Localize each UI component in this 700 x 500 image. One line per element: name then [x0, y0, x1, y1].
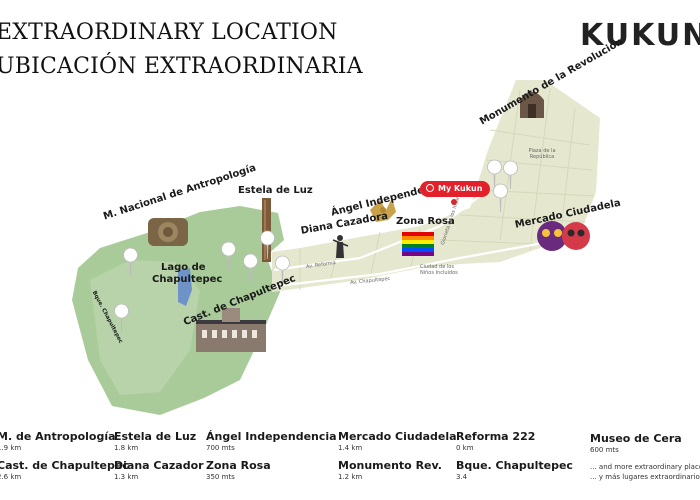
- angel-independencia-icon: [370, 198, 396, 222]
- map-pins: [114, 159, 518, 333]
- antropologia-stone-icon: [148, 218, 188, 246]
- label-lago-line1: Lago de: [161, 262, 206, 273]
- legend-more-spanish: ... y más lugares extraordinarios: [590, 473, 700, 481]
- sun-icon: [426, 184, 434, 192]
- headline-english: EXTRAORDINARY LOCATION: [0, 20, 338, 45]
- legend-item: Diana Cazador 1.3 km: [114, 459, 204, 481]
- rainbow-flag-icon: [402, 232, 434, 256]
- my-kukun-label: My Kukun: [438, 184, 483, 193]
- av-reforma-line: [273, 195, 481, 272]
- estela-de-luz-tower: [262, 198, 271, 262]
- estela-highlight: [264, 200, 266, 260]
- street-ciudad-ninos: Ciudad de los Niños Incluidos: [420, 264, 458, 276]
- legend-item: Reforma 222 0 km: [456, 430, 536, 452]
- park-inner-shade: [90, 260, 200, 395]
- city-corridor: [272, 80, 600, 292]
- label-zona-rosa: Zona Rosa: [396, 216, 455, 227]
- legend-item: Museo de Cera 600 mts: [590, 432, 682, 454]
- monumento-revolucion-icon: [520, 92, 544, 118]
- lago-chapultepec: [178, 268, 192, 306]
- my-kukun-marker[interactable]: My Kukun: [420, 181, 491, 197]
- legend-item: M. de Antropología 1.9 km: [0, 430, 116, 452]
- av-chapultepec-line: [275, 238, 561, 288]
- street-plaza-republica: Plaza de la República: [528, 148, 556, 160]
- castillo-chapultepec-icon: [196, 308, 266, 352]
- legend-item: Estela de Luz 1.8 km: [114, 430, 197, 452]
- legend-item: Zona Rosa 350 mts: [206, 459, 271, 481]
- label-lago-line2: Chapultepec: [152, 274, 223, 285]
- legend-item: Mercado Ciudadela 1.4 km: [338, 430, 457, 452]
- legend-more-english: ... and more extraordinary places: [590, 463, 700, 471]
- diana-cazadora-statue-icon: [332, 235, 349, 258]
- legend-item: Cast. de Chapultepec 2.6 km: [0, 459, 129, 481]
- legend-item: Bque. Chapultepec 3.4: [456, 459, 573, 481]
- headline-spanish: UBICACIÓN EXTRAORDINARIA: [0, 54, 363, 79]
- label-estela-de-luz: Estela de Luz: [238, 185, 313, 196]
- legend-item: Ángel Independencia 700 mts: [206, 430, 337, 452]
- mercado-ciudadela-skulls-icon: [537, 221, 590, 251]
- legend-item: Monumento Rev. 1.2 km: [338, 459, 442, 481]
- my-kukun-point: [451, 199, 457, 205]
- kukun-logo: KUKUN: [580, 18, 700, 53]
